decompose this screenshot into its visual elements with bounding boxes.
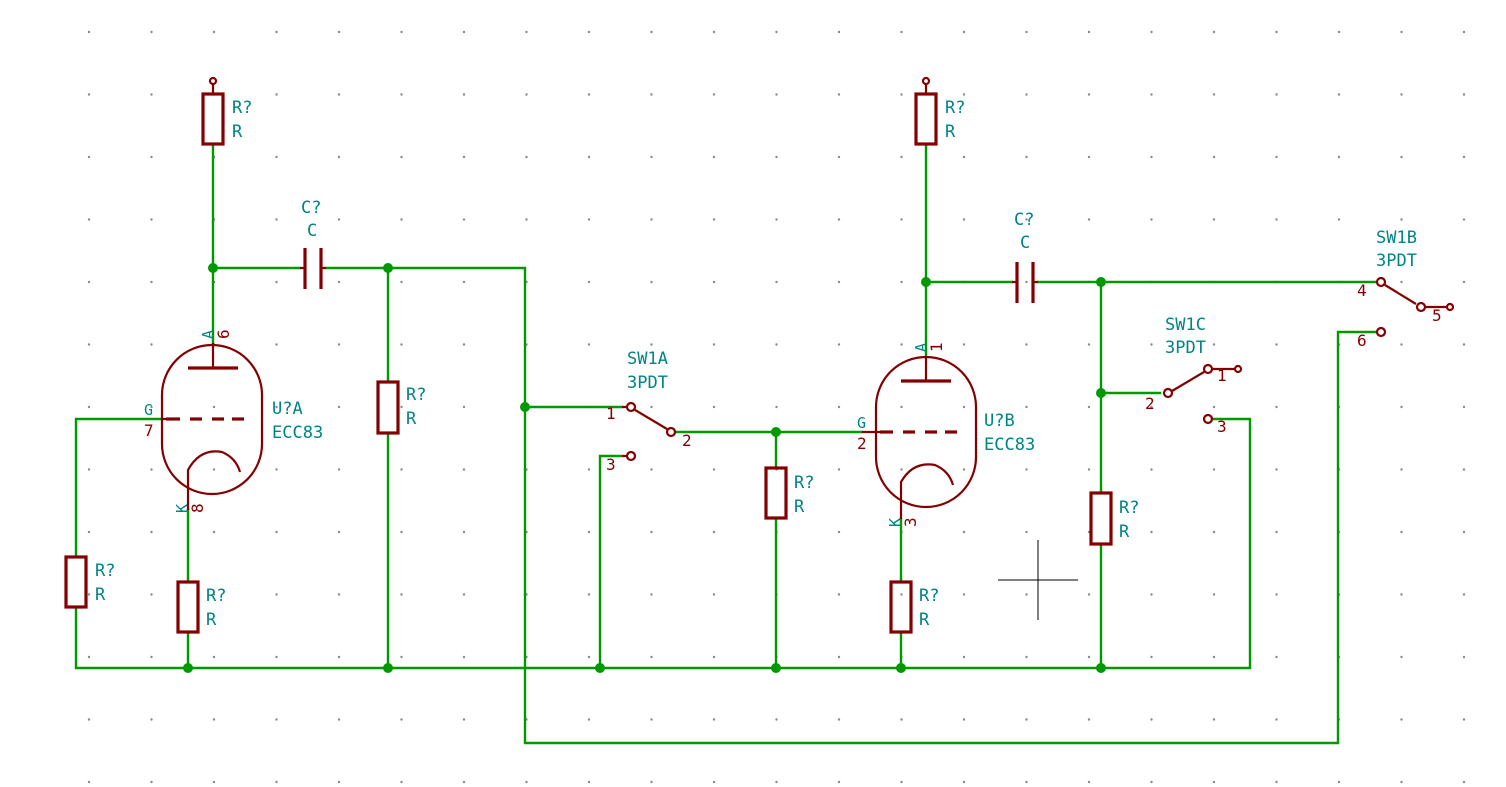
switch-sw1a[interactable]: 1 2 3 SW1A 3PDT	[606, 349, 692, 474]
capacitor-ref: C?	[1014, 210, 1034, 230]
resistor-ref: R?	[945, 98, 965, 118]
wires	[74, 143, 1377, 745]
resistor-ref: R?	[1119, 498, 1139, 518]
capacitor-ref: C?	[301, 198, 321, 218]
resistor-value: R	[95, 585, 106, 605]
resistor-grid-leak-2[interactable]: R? R	[376, 380, 426, 435]
tube-ref: U?B	[984, 411, 1015, 431]
tube-value: ECC83	[272, 423, 323, 443]
tube-grid-name: G	[144, 401, 153, 419]
resistor-value: R	[406, 409, 417, 429]
resistor-anode-load-2[interactable]: R? R	[914, 76, 965, 146]
resistor-value: R	[1119, 522, 1130, 542]
tube-value: ECC83	[984, 435, 1035, 455]
tube-cathode-name: K	[886, 518, 904, 527]
tube-anode-pin: 6	[214, 329, 233, 339]
resistor-anode-load-1[interactable]: R? R	[201, 76, 252, 146]
switch-pin: 2	[1145, 394, 1155, 413]
resistor-value: R	[945, 122, 956, 142]
tube-anode-name: A	[912, 343, 930, 352]
switch-pin: 1	[1217, 366, 1227, 385]
switch-value: 3PDT	[1376, 251, 1417, 271]
switch-value: 3PDT	[627, 373, 668, 393]
switch-ref: SW1A	[627, 349, 668, 369]
resistor-ref: R?	[232, 98, 252, 118]
crosshair-cursor-icon	[998, 540, 1078, 620]
tube-u-a[interactable]: A 6 G 7 K 8 U?A ECC83	[144, 329, 323, 513]
switch-pin: 5	[1432, 306, 1442, 325]
switch-pin: 3	[1217, 417, 1227, 436]
switch-pin: 3	[606, 455, 616, 474]
tube-anode-pin: 1	[927, 342, 946, 352]
capacitor-value: C	[1020, 233, 1030, 253]
resistor-value: R	[232, 122, 243, 142]
resistor-ref: R?	[919, 586, 939, 606]
tube-ref: U?A	[272, 399, 303, 419]
tube-grid-pin: 2	[857, 434, 867, 453]
resistor-ref: R?	[794, 473, 814, 493]
junctions	[183, 263, 1106, 673]
tube-grid-name: G	[857, 414, 866, 432]
resistor-grid-1[interactable]: R? R	[64, 555, 115, 609]
switch-sw1c[interactable]: 2 1 3 SW1C 3PDT	[1145, 315, 1243, 436]
switch-ref: SW1B	[1376, 228, 1417, 248]
resistor-ref: R?	[206, 586, 226, 606]
switch-ref: SW1C	[1165, 315, 1206, 335]
switch-sw1b[interactable]: 4 5 6 SW1B 3PDT	[1357, 228, 1455, 350]
switch-pin: 6	[1357, 331, 1367, 350]
tube-cathode-name: K	[173, 504, 191, 513]
tube-cathode-pin: 3	[901, 517, 920, 527]
capacitor-coupling-2[interactable]: C? C	[1012, 210, 1038, 303]
switch-pin: 2	[682, 431, 692, 450]
tube-cathode-pin: 8	[188, 503, 207, 513]
tube-grid-pin: 7	[144, 421, 154, 440]
capacitor-coupling-1[interactable]: C? C	[300, 198, 326, 289]
resistor-output-leak[interactable]: R? R	[1089, 491, 1139, 546]
resistor-value: R	[206, 610, 217, 630]
tube-anode-name: A	[199, 330, 217, 339]
resistor-ref: R?	[406, 385, 426, 405]
resistor-cathode-2[interactable]: R? R	[889, 580, 939, 634]
resistor-ref: R?	[95, 561, 115, 581]
switch-pin: 4	[1357, 281, 1367, 300]
resistor-value: R	[794, 497, 805, 517]
tube-u-b[interactable]: A 1 G 2 K 3 U?B ECC83	[857, 342, 1035, 527]
resistor-value: R	[919, 610, 930, 630]
capacitor-value: C	[307, 221, 317, 241]
switch-value: 3PDT	[1165, 338, 1206, 358]
resistor-grid-2[interactable]: R? R	[764, 466, 814, 520]
switch-pin: 1	[606, 404, 616, 423]
resistor-cathode-1[interactable]: R? R	[176, 580, 226, 634]
